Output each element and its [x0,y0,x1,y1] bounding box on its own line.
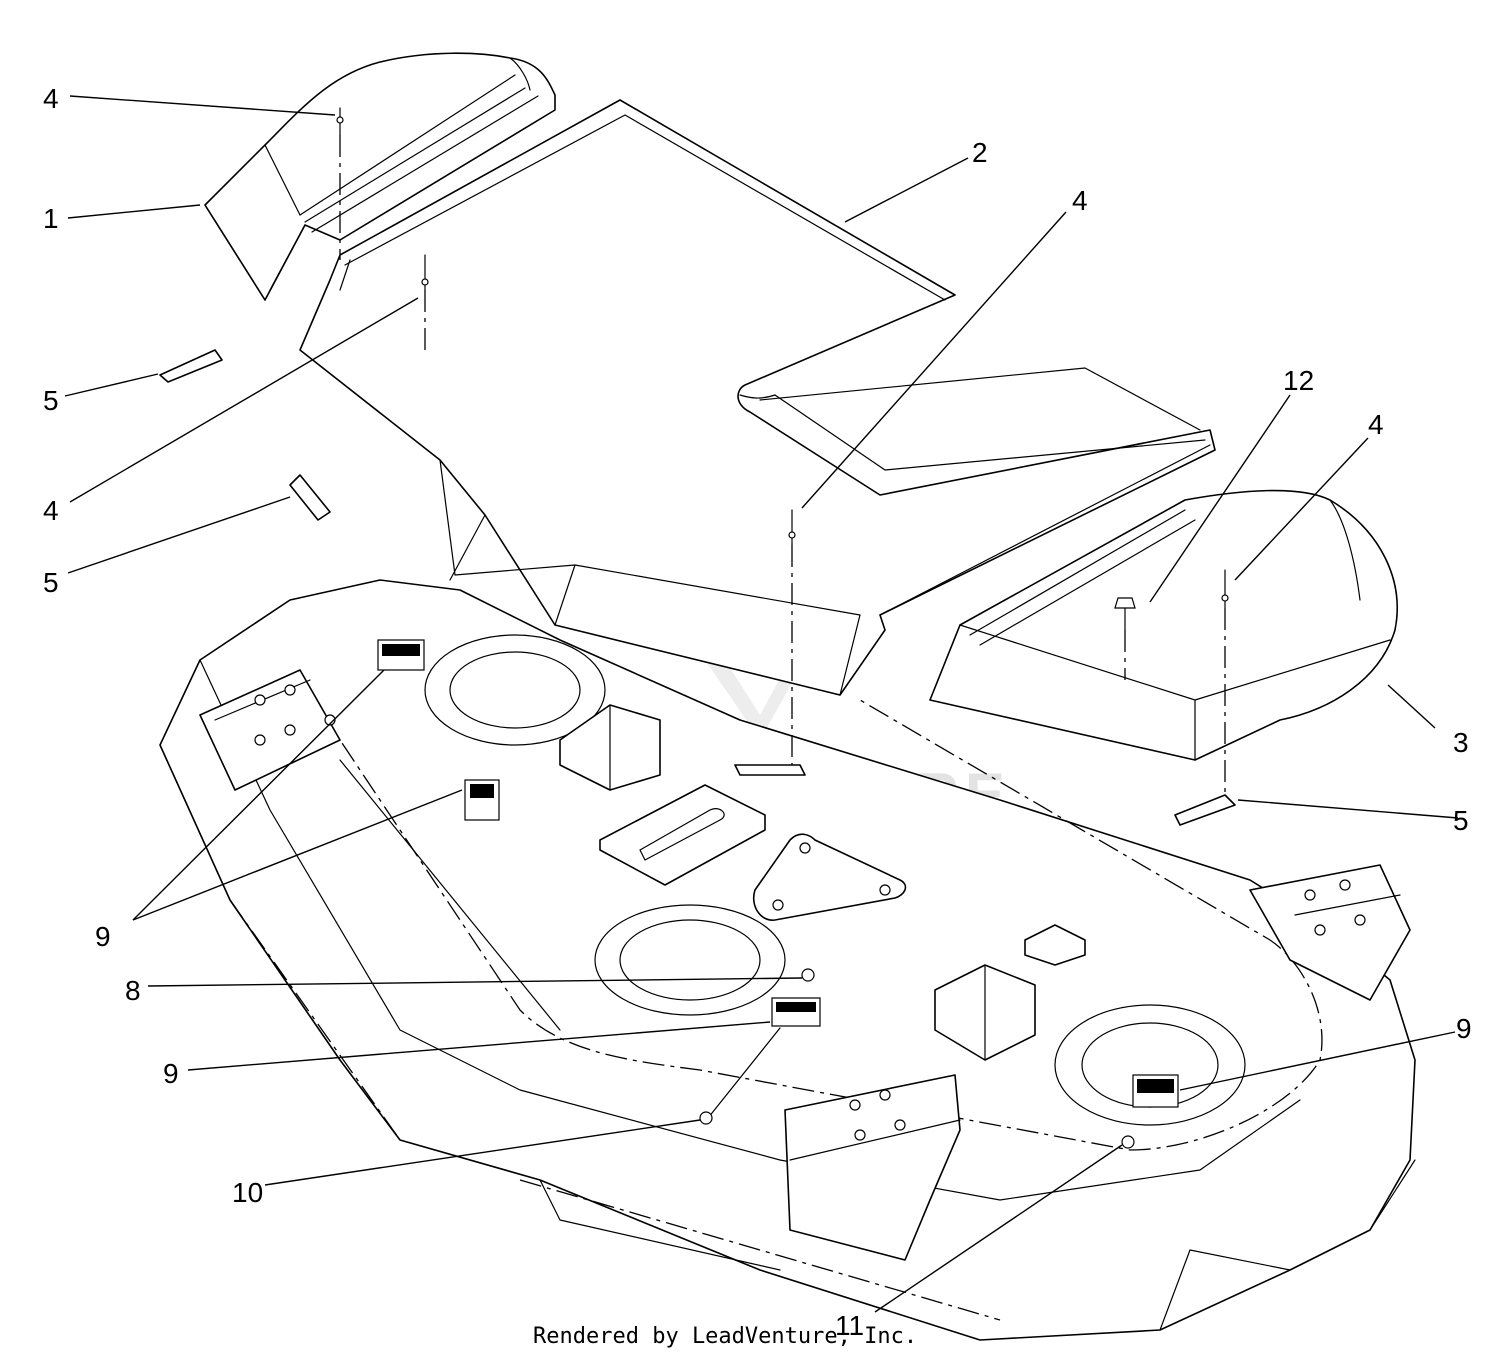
install-lines [339,135,1226,795]
callout-10: 10 [232,1177,263,1208]
callout-4-top-left: 4 [43,83,59,114]
part-5-plates [159,349,1236,826]
callout-1: 1 [43,203,59,234]
callout-4-left: 4 [43,495,59,526]
callout-5-left: 5 [43,567,59,598]
part-12-bolt [1114,597,1136,631]
callout-5-upper-left: 5 [43,385,59,416]
callout-3: 3 [1453,727,1469,758]
mower-deck [159,579,1416,1341]
part-10-bolt [699,1027,781,1125]
leader-lines [64,95,1459,1313]
render-credit: Rendered by LeadVenture, Inc. [533,1324,917,1349]
callout-9-front: 9 [163,1058,179,1089]
callout-11: 11 [835,1310,864,1341]
callout-8: 8 [125,975,141,1006]
callout-2: 2 [972,137,988,168]
callout-12: 12 [1283,365,1314,396]
callout-5-right: 5 [1453,805,1469,836]
callout-9-left: 9 [95,921,111,952]
callout-9-right: 9 [1456,1013,1472,1044]
callout-labels: 4 1 5 4 5 2 4 12 4 3 5 9 8 9 9 10 11 [43,83,1472,1341]
callout-4-right: 4 [1368,409,1384,440]
part-2-center-cover [299,99,1216,696]
part-3-right-belt-cover [929,489,1398,761]
callout-4-center: 4 [1072,185,1088,216]
part-1-left-belt-cover [204,52,556,301]
part-8-nut [801,968,815,982]
part-4-pins [336,107,1229,609]
part-9-bumpers [377,639,1179,1108]
part-11-washer [1121,1135,1135,1149]
